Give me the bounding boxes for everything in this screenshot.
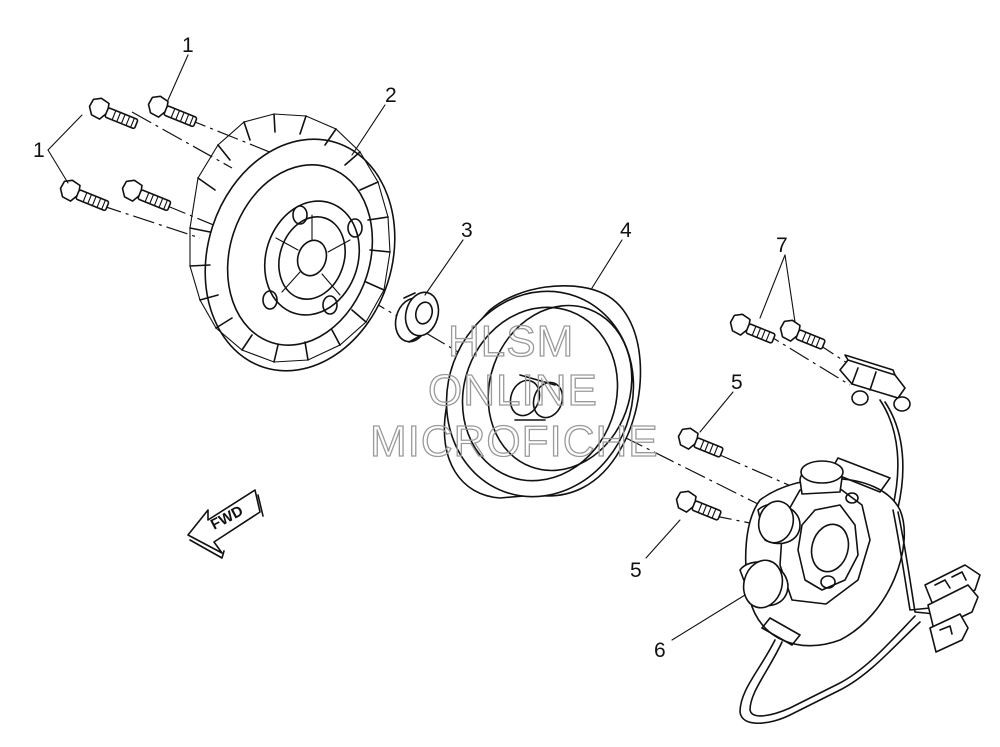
- bolt-5-lower: [675, 490, 722, 521]
- callout-1-top: 1: [182, 34, 194, 57]
- leader-lines: [47, 54, 796, 641]
- bolt-top-right: [147, 95, 198, 128]
- callout-6: 6: [654, 639, 666, 662]
- bolt-7-right: [779, 319, 826, 350]
- fan-blades: [189, 113, 391, 363]
- bolt-5-upper: [677, 427, 724, 458]
- bolt-bottom-right: [121, 179, 172, 212]
- callout-5-lower: 5: [630, 559, 642, 582]
- bolt-7-left: [729, 313, 776, 344]
- coil-knobs: [739, 460, 844, 609]
- callout-2: 2: [385, 84, 397, 107]
- wire-connectors: [924, 564, 981, 653]
- callout-4: 4: [620, 219, 632, 242]
- callout-labels: 1 1 2 3 4 5 5 6 7: [33, 34, 788, 662]
- callout-5-upper: 5: [731, 371, 743, 394]
- watermark-line-1: HLSM: [448, 317, 574, 366]
- watermark: HLSM ONLINE MICROFICHE: [369, 316, 659, 466]
- pickup-coil: [839, 354, 911, 412]
- collar-spacer: [394, 291, 440, 343]
- callout-7: 7: [776, 234, 788, 257]
- watermark-line-3: MICROFICHE: [370, 417, 659, 466]
- callout-3: 3: [461, 219, 473, 242]
- watermark-line-2: ONLINE: [428, 366, 598, 415]
- flywheel-rotor: [443, 284, 642, 499]
- fwd-arrow: FWD: [187, 489, 264, 559]
- bolt-bottom-left: [59, 179, 110, 212]
- bolt-top-left: [88, 97, 139, 130]
- stator-pickup-assembly: [739, 354, 981, 724]
- cooling-fan: [189, 113, 396, 372]
- callout-1-left: 1: [33, 139, 45, 162]
